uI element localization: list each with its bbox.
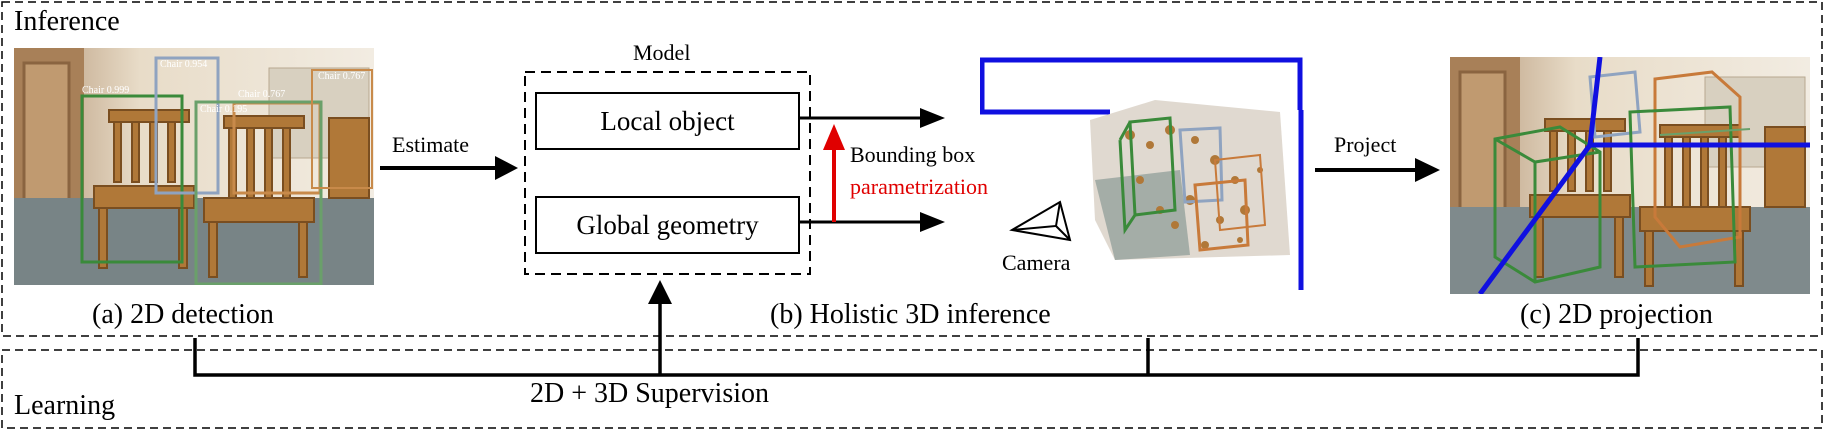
detection-label: Chair 0.999 xyxy=(82,85,130,96)
inference-title: Inference xyxy=(14,6,120,37)
inference-frame xyxy=(1,1,1823,337)
local-object-box: Local object xyxy=(535,92,800,150)
project-arrowhead xyxy=(1415,158,1440,182)
learning-frame xyxy=(1,349,1823,429)
learning-title: Learning xyxy=(14,390,116,421)
projection-photo xyxy=(1450,57,1810,294)
detection-photo: Chair 0.999 Chair 0.954 Chair 0.767 Chai… xyxy=(14,48,374,285)
camera-label: Camera xyxy=(1002,250,1071,275)
project-label: Project xyxy=(1334,132,1397,157)
local-output-arrowhead xyxy=(920,108,945,128)
detection-label: Chair 0.195 xyxy=(200,104,248,115)
local-object-label: Local object xyxy=(600,105,735,136)
supervision-bus xyxy=(193,338,1640,377)
global-output-arrowhead xyxy=(920,212,945,232)
caption-detection: (a) 2D detection xyxy=(92,299,274,330)
caption-projection: (c) 2D projection xyxy=(1520,299,1713,330)
model-frame xyxy=(524,71,811,275)
supervision-arrowhead xyxy=(648,280,672,304)
parametrization-label: parametrization xyxy=(850,174,989,199)
parametrization-arrowhead xyxy=(823,124,845,150)
caption-holistic: (b) Holistic 3D inference xyxy=(770,299,1051,330)
global-geometry-label: Global geometry xyxy=(576,209,759,240)
bbox-label: Bounding box xyxy=(850,142,976,167)
global-geometry-box: Global geometry xyxy=(535,196,800,254)
detection-label: Chair 0.954 xyxy=(160,59,208,70)
estimate-label: Estimate xyxy=(392,132,469,157)
detection-label: Chair 0.767 xyxy=(238,89,286,100)
camera-icon xyxy=(1009,200,1072,242)
holistic-3d-scene xyxy=(980,57,1304,290)
supervision-label: 2D + 3D Supervision xyxy=(530,378,770,409)
model-title: Model xyxy=(633,40,691,65)
detection-label: Chair 0.767 xyxy=(318,71,366,82)
estimate-arrowhead xyxy=(495,156,518,180)
